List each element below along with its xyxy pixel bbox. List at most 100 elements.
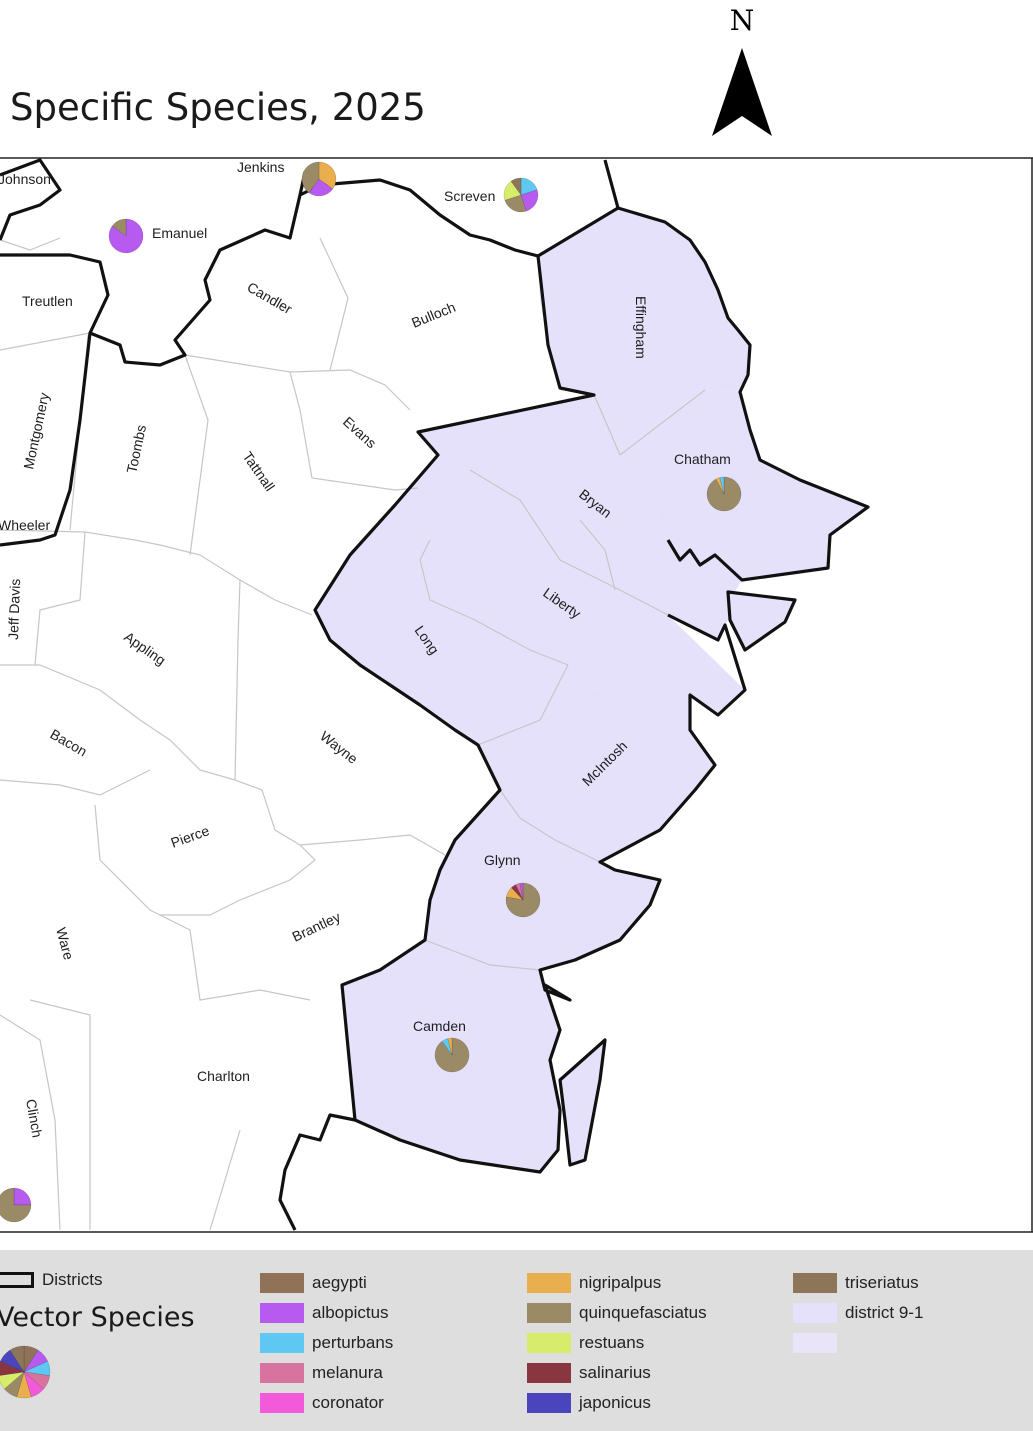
pie-glynn-slice-nigripalpus [506,887,524,901]
legend-item-label: district 9-1 [845,1303,924,1322]
pie-jenkins-slice-nigripalpus [318,161,337,190]
pie-screven [503,177,539,213]
legend-vector-species-title: Vector Species [0,1302,195,1333]
legend-item-label: aegypti [312,1273,367,1292]
legend-item-triseriatus: triseriatus [793,1272,919,1294]
county-label-wheeler: Wheeler [0,517,50,533]
pie-camden [434,1037,470,1073]
county-label-jeff-davis: Jeff Davis [5,578,23,640]
legend-districts-label: Districts [42,1270,103,1289]
legend-pie-slice-perturbans [23,1360,51,1376]
legend-pie-slice-aegypti [23,1345,39,1373]
county-shape-islands [728,592,795,650]
legend-item-salinarius: salinarius [527,1362,651,1384]
pie-clinch [0,1187,32,1223]
legend-pie-slice-nigripalpus [16,1371,32,1399]
pie-emanuel [108,218,144,254]
legend-item-label: salinarius [579,1363,651,1382]
legend-item-albopictus: albopictus [260,1302,389,1324]
legend-item-coronator: coronator [260,1392,384,1414]
county-label-charlton: Charlton [197,1068,250,1084]
legend-item-label: quinquefasciatus [579,1303,707,1322]
pie-chatham-slice-nigripalpus [715,477,725,495]
pie-clinch-slice-quinquefasciatus [0,1187,32,1223]
legend-item-label: nigripalpus [579,1273,662,1292]
county-shape-long [315,505,568,745]
map-title: Specific Species, 2025 [10,86,426,129]
county-label-camden: Camden [413,1018,466,1034]
legend-swatch [527,1273,571,1293]
county-shape-glynn [425,790,660,970]
pie-camden-slice-quinquefasciatus [434,1037,470,1073]
district-9-1 [315,208,868,1172]
districts-swatch [0,1272,34,1288]
north-arrow-icon [712,48,772,136]
legend-item-label: albopictus [312,1303,389,1322]
pie-camden-slice-nigripalpus [447,1037,453,1056]
legend-pie-slice-triseriatus [9,1345,25,1373]
legend-item-nigripalpus: nigripalpus [527,1272,661,1294]
legend-pie-icon [0,1345,51,1399]
legend-pie-slice-restuans [0,1371,25,1390]
legend-item-quinquefasciatus: quinquefasciatus [527,1302,707,1324]
legend-item-perturbans: perturbans [260,1332,393,1354]
legend-swatch [527,1393,571,1413]
legend-panel: Districts Vector Species aegypti albopic… [0,1250,1033,1431]
map-frame[interactable]: Johnson Jenkins Screven Emanuel Treutlen… [0,157,1033,1233]
legend-item-label: coronator [312,1393,384,1412]
legend-item-blank [793,1332,845,1354]
legend-districts: Districts [0,1270,102,1290]
legend-swatch [260,1303,304,1323]
county-shape-mcintosh [478,665,715,862]
pie-chatham-slice-quinquefasciatus [706,476,742,512]
district-boundaries [0,158,870,1231]
pie-screven-slice-perturbans [520,177,538,196]
county-label-treutlen: Treutlen [22,293,73,309]
legend-swatch [527,1303,571,1323]
legend-swatch [260,1273,304,1293]
pie-screven-slice-restuans [503,180,522,201]
legend-pie-slice-salinarius [0,1360,25,1376]
legend-swatch [793,1303,837,1323]
legend-item-japonicus: japonicus [527,1392,651,1414]
legend-pie-slice-albopictus [23,1349,48,1373]
county-label-glynn: Glynn [484,852,521,868]
legend-pie-slice-melanura [23,1371,51,1390]
legend-item-restuans: restuans [527,1332,644,1354]
pie-jenkins [301,161,337,197]
pie-screven-slice-albopictus [520,189,539,212]
pie-clinch-slice-albopictus [13,1187,32,1206]
legend-swatch [260,1363,304,1383]
pie-screven-slice-quinquefasciatus [504,194,527,213]
county-shape-bryan [418,395,742,640]
legend-item-district-9-1: district 9-1 [793,1302,923,1324]
legend-swatch [793,1333,837,1353]
north-arrow: N [705,4,779,144]
pie-glynn [505,882,541,918]
pie-jenkins-slice-quinquefasciatus [301,161,320,194]
legend-swatch [527,1333,571,1353]
pie-glynn-slice-melanura [515,883,524,901]
legend-item-label: melanura [312,1363,383,1382]
pie-chatham-slice-perturbans [719,476,725,495]
legend-item-aegypti: aegypti [260,1272,367,1294]
pie-glynn-slice-salinarius [511,884,524,901]
pie-emanuel-slice-albopictus [108,218,144,254]
legend-pie-slice-japonicus [0,1349,25,1373]
species-pie-charts [0,161,742,1223]
legend-pie-slice-quinquefasciatus [3,1371,25,1398]
legend-item-melanura: melanura [260,1362,383,1384]
legend-swatch [793,1273,837,1293]
pie-glynn-slice-albopictus [519,882,524,901]
legend-swatch [527,1363,571,1383]
county-label-chatham: Chatham [674,451,731,467]
legend-swatch [260,1333,304,1353]
legend-item-label: triseriatus [845,1273,919,1292]
county-shape-chatham [620,390,868,580]
pie-screven-slice-triseriatus [510,177,522,196]
county-label-clinch: Clinch [23,1098,46,1139]
county-label-screven: Screven [444,188,495,204]
legend-item-label: restuans [579,1333,645,1352]
pie-emanuel-slice-quinquefasciatus [111,218,127,237]
county-label-jenkins: Jenkins [237,159,284,175]
